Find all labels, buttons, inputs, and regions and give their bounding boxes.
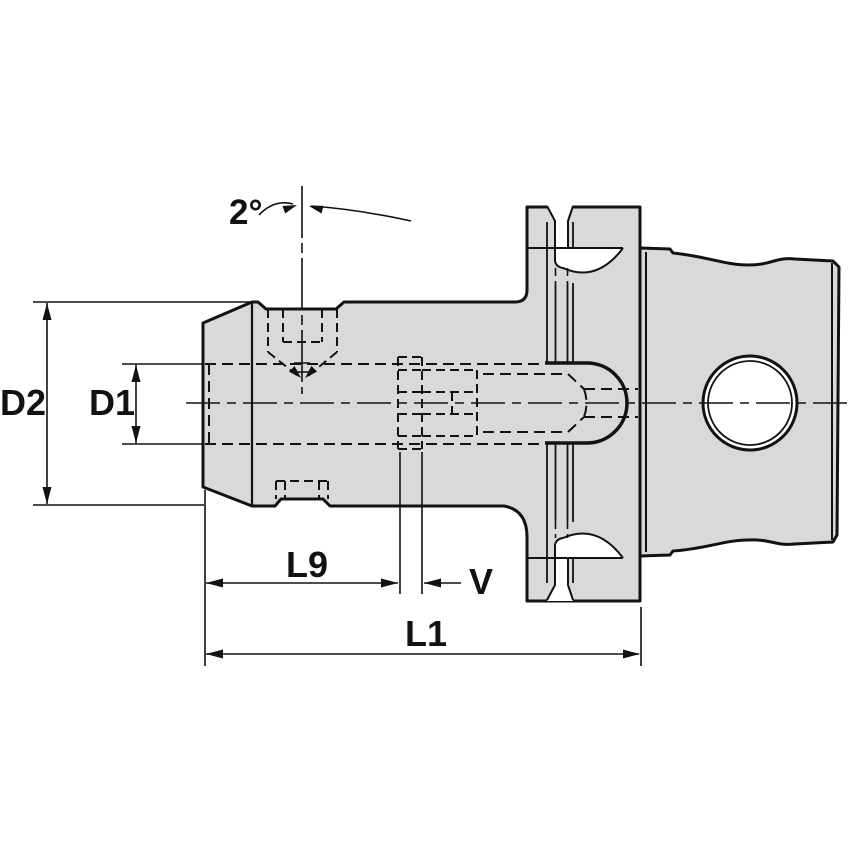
label-l1: L1 — [405, 613, 447, 654]
dim-l1-lines — [206, 607, 642, 666]
dimensions — [33, 202, 642, 666]
label-d1: D1 — [89, 382, 135, 423]
flange-groove-verticals — [546, 222, 574, 583]
flange-groove-top-edges — [546, 205, 624, 274]
drill-point-arrow-right — [305, 365, 318, 378]
dim-l9-lines — [204, 490, 398, 666]
flange-groove-bottom — [547, 533, 623, 601]
bore-hidden-lines — [205, 363, 545, 445]
dim-angle-arcs — [258, 202, 412, 222]
dim-d2-lines — [33, 301, 250, 506]
label-d2: D2 — [0, 382, 46, 423]
pilot-hole-hidden-lines — [483, 373, 638, 433]
flange-groove-bottom-edges — [546, 532, 624, 601]
label-l9: L9 — [286, 544, 328, 585]
label-angle: 2° — [229, 193, 262, 232]
bottom-notch-hidden — [275, 480, 329, 499]
dimension-arrowheads — [42, 205, 640, 659]
flange-groove-top — [547, 205, 623, 273]
flange-groove-hidden-verticals — [554, 268, 569, 538]
label-v: V — [469, 561, 493, 602]
